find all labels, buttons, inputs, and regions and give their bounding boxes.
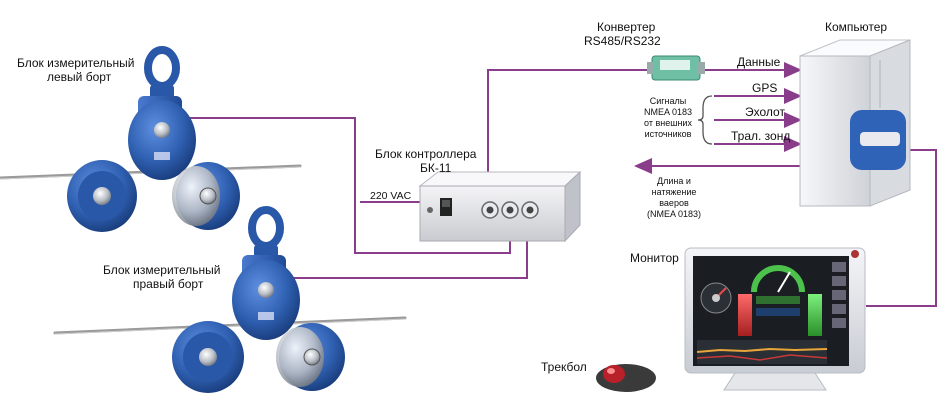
diagram-labels: Блок измерительный левый борт Блок измер… (17, 20, 887, 374)
signal-echo-label: Эхолот (745, 105, 785, 119)
computer-tower (799, 39, 911, 207)
monitor-label: Монитор (630, 251, 679, 265)
nmea-sources-label: Сигналы NMEA 0183 от внешних источников (644, 96, 692, 139)
right-block-label-1: Блок измерительный (103, 263, 221, 277)
signal-trawl-label: Трал. зонд (731, 129, 790, 143)
nmea-sources-line-2: NMEA 0183 (644, 107, 692, 117)
signal-data-label: Данные (737, 55, 781, 69)
signal-gps-label: GPS (752, 81, 777, 95)
nmea-sources-line-1: Сигналы (650, 96, 687, 106)
converter-label-1: Конвертер (597, 20, 656, 34)
right-block-label-2: правый борт (133, 277, 204, 291)
left-measuring-block (67, 46, 240, 232)
power-label: 220 VAC (370, 190, 412, 202)
converter-label-2: RS485/RS232 (584, 34, 661, 48)
nmea-brace (697, 95, 713, 145)
trackball (596, 364, 656, 392)
brand-logo-icon (851, 250, 859, 258)
controller-unit (418, 170, 582, 243)
left-block-label-2: левый борт (47, 70, 112, 84)
wire-monitor (866, 149, 937, 307)
nmea-sources-line-4: источников (645, 129, 692, 139)
monitor (684, 247, 866, 391)
controller-connectors (481, 201, 539, 219)
nmea-sources-line-3: от внешних (644, 118, 692, 128)
controller-label-1: Блок контроллера (375, 147, 477, 161)
computer-label: Компьютер (825, 20, 887, 34)
output-line-4: (NMEA 0183) (647, 209, 701, 219)
trackball-label: Трекбол (541, 360, 587, 374)
left-block-label-1: Блок измерительный (17, 56, 135, 70)
output-line-2: натяжение (652, 187, 697, 197)
controller-label-2: БК-11 (420, 161, 452, 175)
output-line-3: ваеров (659, 198, 689, 208)
rs485-converter (647, 55, 705, 81)
tow-cables (0, 164, 407, 335)
right-measuring-block (172, 206, 345, 393)
output-line-1: Длина и (657, 176, 691, 186)
wire-controller-converter (487, 69, 652, 200)
output-label: Длина и натяжение ваеров (NMEA 0183) (647, 176, 701, 219)
